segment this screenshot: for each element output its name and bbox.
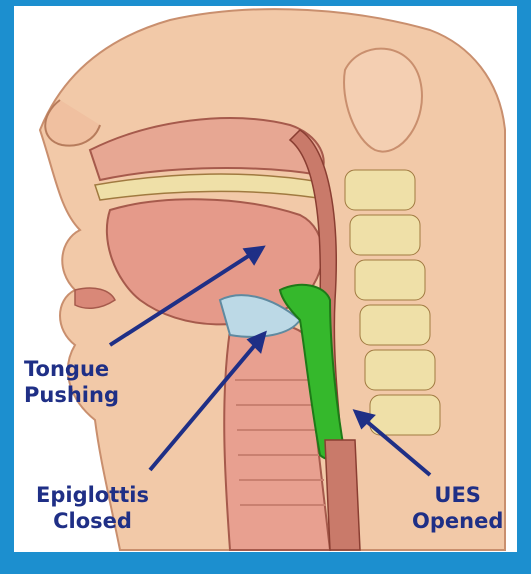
ues-opened-label: UES Opened: [412, 482, 503, 534]
epiglottis-label-line1: Epiglottis: [36, 482, 149, 508]
ues-label-line2: Opened: [412, 508, 503, 534]
epiglottis-closed-label: Epiglottis Closed: [36, 482, 149, 534]
tongue-label-line2: Pushing: [24, 382, 119, 408]
tongue-label-line1: Tongue: [24, 356, 119, 382]
esophagus: [325, 440, 360, 550]
tongue-pushing-label: Tongue Pushing: [24, 356, 119, 408]
ues-label-line1: UES: [412, 482, 503, 508]
epiglottis-label-line2: Closed: [36, 508, 149, 534]
